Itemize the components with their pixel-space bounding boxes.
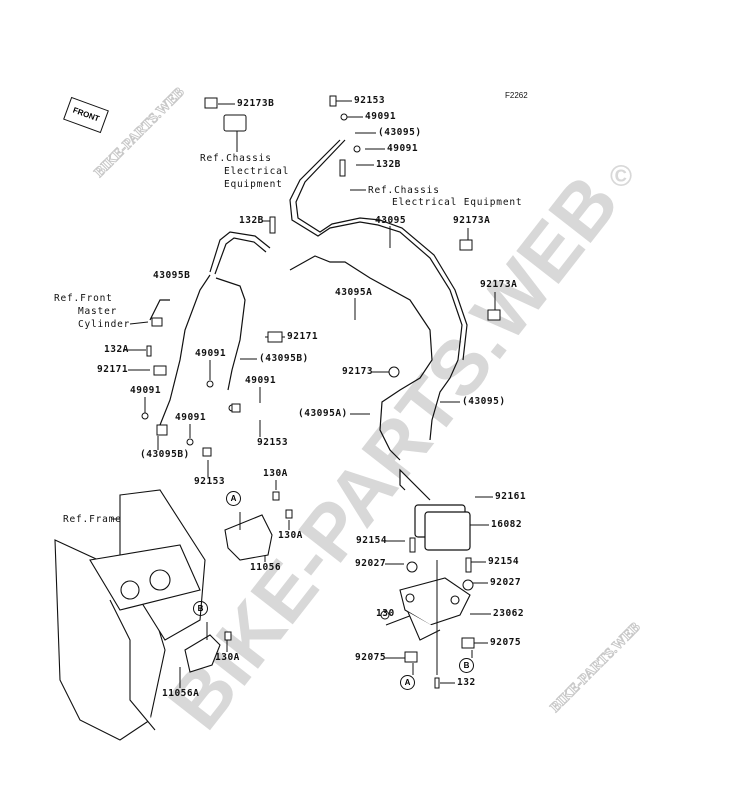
part-label[interactable]: 132B <box>376 159 401 170</box>
part-label[interactable]: 92171 <box>97 364 129 375</box>
fittings <box>141 95 501 689</box>
part-label[interactable]: (43095A) <box>298 408 348 419</box>
part-label[interactable]: 23062 <box>493 608 525 619</box>
part-label[interactable]: 49091 <box>245 375 277 386</box>
part-label[interactable]: 92027 <box>490 577 522 588</box>
abs-bracket <box>399 577 471 641</box>
part-label[interactable]: 92161 <box>495 491 527 502</box>
part-label[interactable]: 49091 <box>195 348 227 359</box>
part-label[interactable]: (43095) <box>462 396 506 407</box>
marker-stems <box>206 512 473 675</box>
part-label[interactable]: 43095A <box>335 287 373 298</box>
part-label[interactable]: 43095B <box>153 270 191 281</box>
part-label[interactable]: 43095 <box>375 215 407 226</box>
part-label[interactable]: 49091 <box>175 412 207 423</box>
figure-code: F2262 <box>505 91 528 100</box>
ref-line: Equipment <box>224 179 283 190</box>
ref-line: Electrical <box>224 166 290 177</box>
part-label[interactable]: 16082 <box>491 519 523 530</box>
part-label[interactable]: 92154 <box>356 535 388 546</box>
part-label[interactable]: 49091 <box>365 111 397 122</box>
ref-line: Master <box>78 306 118 317</box>
marker-b: B <box>459 658 474 673</box>
part-label[interactable]: 92075 <box>490 637 522 648</box>
abs-unit <box>399 468 471 551</box>
part-label[interactable]: 92075 <box>355 652 387 663</box>
frame-section <box>54 489 206 741</box>
part-label[interactable]: 132 <box>457 677 476 688</box>
marker-a: A <box>226 491 241 506</box>
part-label[interactable]: 92173B <box>237 98 275 109</box>
brake-hoses <box>149 139 468 461</box>
part-label[interactable]: 130 <box>376 608 395 619</box>
part-label[interactable]: 11056A <box>162 688 200 699</box>
brackets <box>184 514 273 673</box>
ref-line: Ref.Chassis <box>368 185 440 196</box>
part-label[interactable]: 92173A <box>453 215 491 226</box>
ref-line: Cylinder <box>78 319 131 330</box>
part-label[interactable]: (43095B) <box>259 353 309 364</box>
part-label[interactable]: 130A <box>278 530 303 541</box>
watermark-copyright: © <box>610 160 633 193</box>
part-label[interactable]: 49091 <box>130 385 162 396</box>
ref-line: Ref.Chassis <box>200 153 272 164</box>
ref-frame: Ref.Frame <box>63 514 122 525</box>
marker-a: A <box>400 675 415 690</box>
part-label[interactable]: 92173 <box>342 366 374 377</box>
part-label[interactable]: 92154 <box>488 556 520 567</box>
marker-b: B <box>193 601 208 616</box>
part-label[interactable]: (43095B) <box>140 449 190 460</box>
part-label[interactable]: 49091 <box>387 143 419 154</box>
part-label[interactable]: 132A <box>104 344 129 355</box>
part-label[interactable]: 130A <box>215 652 240 663</box>
part-label[interactable]: 11056 <box>250 562 282 573</box>
part-label[interactable]: 92027 <box>355 558 387 569</box>
ref-line: Ref.Front <box>54 293 113 304</box>
part-label[interactable]: (43095) <box>378 127 422 138</box>
part-label[interactable]: 92153 <box>194 476 226 487</box>
part-label[interactable]: 130A <box>263 468 288 479</box>
part-label[interactable]: 92173A <box>480 279 518 290</box>
part-label[interactable]: 92171 <box>287 331 319 342</box>
part-label[interactable]: 92153 <box>354 95 386 106</box>
part-label[interactable]: 132B <box>239 215 264 226</box>
ref-line: Electrical Equipment <box>392 197 523 208</box>
part-label[interactable]: 92153 <box>257 437 289 448</box>
